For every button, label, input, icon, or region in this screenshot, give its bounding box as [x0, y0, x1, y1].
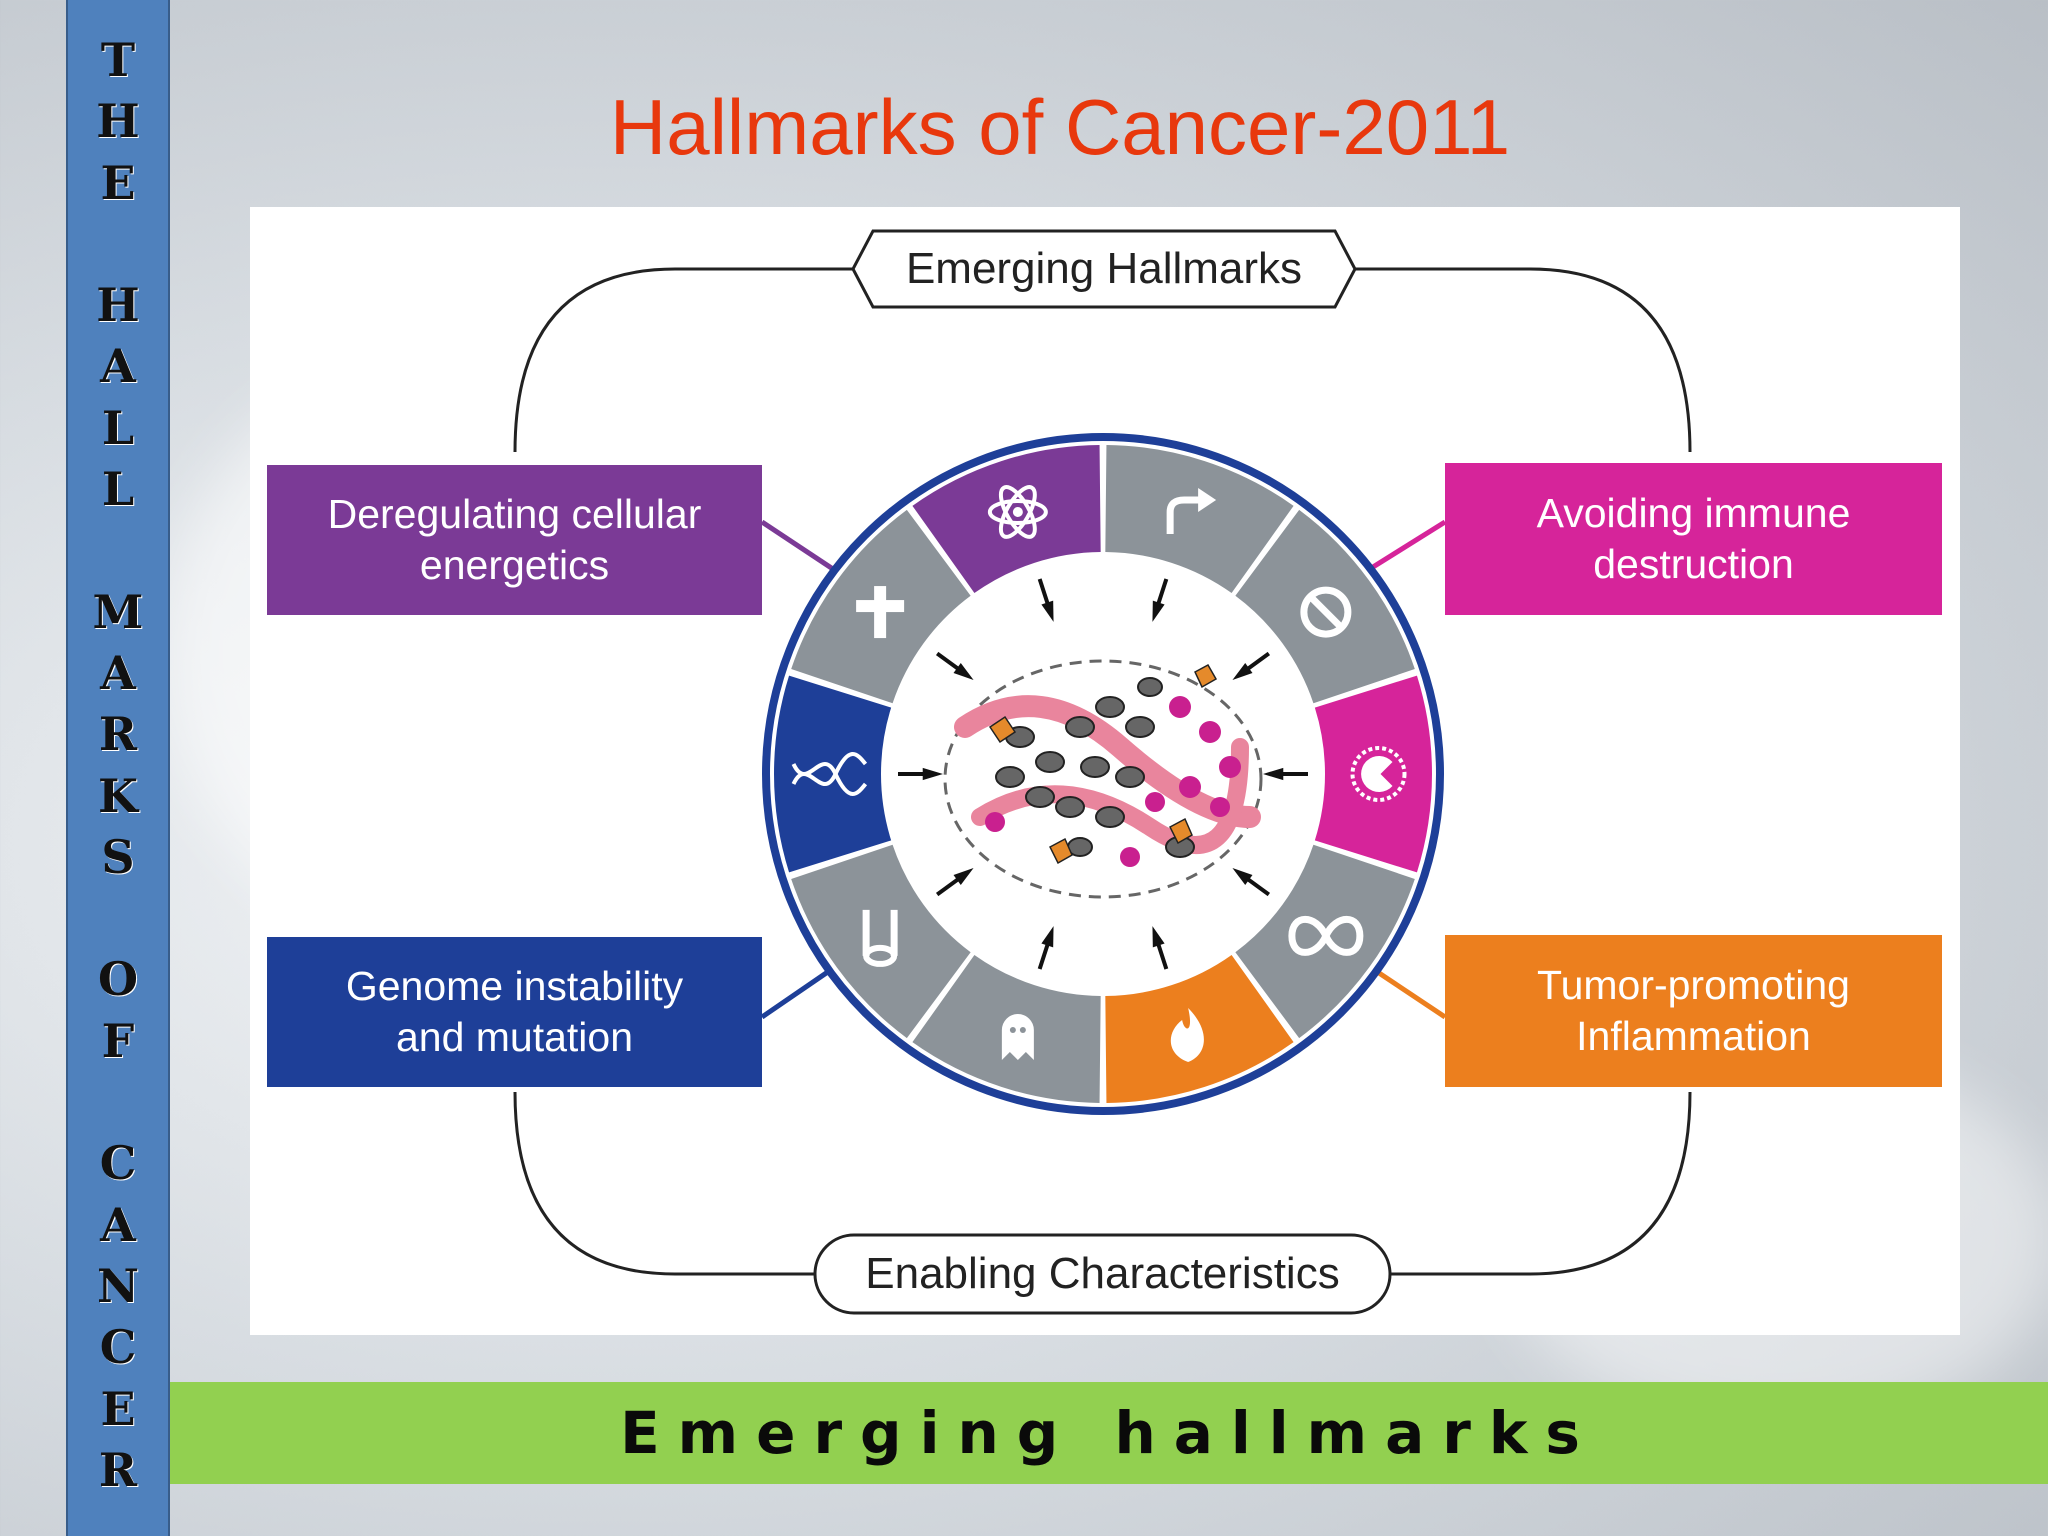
flame-icon	[1170, 1008, 1204, 1063]
side-title-letter: A	[100, 339, 136, 394]
frame-connector	[1390, 1091, 1692, 1276]
side-title-letter: A	[100, 1197, 136, 1252]
box-genome-instability	[267, 937, 762, 1087]
wheel-segment	[912, 445, 1101, 594]
arrow-head-icon	[953, 663, 974, 680]
atom-icon	[987, 485, 1048, 539]
side-title-letter: S	[101, 829, 135, 884]
tumor-cluster-icon	[943, 659, 1263, 899]
dna-icon	[791, 752, 868, 796]
vessel-icon	[862, 909, 898, 967]
arrow-head-icon	[1152, 600, 1165, 622]
frame-connector	[513, 267, 853, 453]
side-title-letter: L	[101, 462, 135, 517]
box-connector	[760, 519, 847, 580]
arrow-head-icon	[1232, 663, 1253, 680]
side-title-letter: O	[97, 952, 139, 1007]
box-tumor-promoting-inflammation	[1445, 935, 1942, 1087]
box-connector	[760, 964, 837, 1020]
enabling-characteristics-label: Enabling Characteristics	[865, 1249, 1340, 1298]
no-entry-icon	[1300, 586, 1352, 638]
side-title-letter: H	[96, 278, 140, 333]
hallmarks-diagram	[267, 229, 1942, 1315]
arrow-head-icon	[922, 767, 943, 781]
side-title-letter: K	[98, 768, 138, 823]
infinity-icon	[1288, 916, 1364, 956]
side-title-letter: H	[96, 94, 140, 149]
side-title-letter: C	[99, 1136, 137, 1191]
arrow-head-icon	[1041, 600, 1054, 622]
frame-connector	[1355, 267, 1692, 453]
arrow-head-icon	[1263, 767, 1284, 781]
arrow-head-icon	[1232, 868, 1253, 885]
hallmarks-figure: Emerging Hallmarks Enabling Characterist…	[250, 207, 1960, 1335]
footer-caption: Emerging hallmarks	[620, 1399, 1598, 1467]
box-deregulating-energetics	[267, 465, 762, 615]
side-title-gap	[110, 520, 126, 581]
arrow-head-icon	[953, 868, 974, 885]
ghost-icon	[1001, 1014, 1034, 1061]
side-title-letter: R	[98, 707, 138, 762]
arrow-head-icon	[1152, 926, 1165, 948]
side-title-letter: M	[92, 584, 144, 639]
side-title-letter: A	[100, 645, 136, 700]
side-title-letter: R	[98, 1442, 138, 1497]
footer-band	[170, 1382, 2048, 1484]
cross-icon	[856, 586, 905, 639]
wheel-segment	[1105, 445, 1294, 594]
box-avoiding-immune-destruction	[1445, 463, 1942, 615]
side-title-letter: T	[100, 33, 136, 87]
frame-connector	[513, 1091, 815, 1276]
box-connector	[1363, 519, 1447, 575]
side-title-letter: C	[99, 1320, 137, 1375]
side-title-gap	[110, 214, 126, 275]
side-title-letter: F	[101, 1013, 135, 1068]
emerging-hallmarks-label: Emerging Hallmarks	[905, 244, 1303, 293]
side-title-gap	[110, 1072, 126, 1133]
arrow-head-icon	[1041, 926, 1054, 948]
wheel-segment	[791, 844, 971, 1039]
immune-cell-icon	[1350, 746, 1407, 802]
arrow-turn-icon	[1166, 487, 1217, 534]
side-title-letter: N	[96, 1258, 140, 1313]
wheel-arrows	[898, 578, 1308, 970]
box-connector	[1368, 964, 1447, 1020]
side-title-letter: E	[100, 155, 136, 210]
emerging-hallmarks-pill	[851, 229, 1357, 309]
side-title-gap	[110, 888, 126, 949]
wheel-segment	[774, 675, 892, 873]
side-title-letter: E	[100, 1381, 136, 1436]
side-title-letter: L	[101, 400, 135, 455]
wheel-segments	[774, 445, 1432, 1103]
enabling-characteristics-pill	[813, 1233, 1392, 1315]
page-title: Hallmarks of Cancer-2011	[609, 83, 1511, 171]
